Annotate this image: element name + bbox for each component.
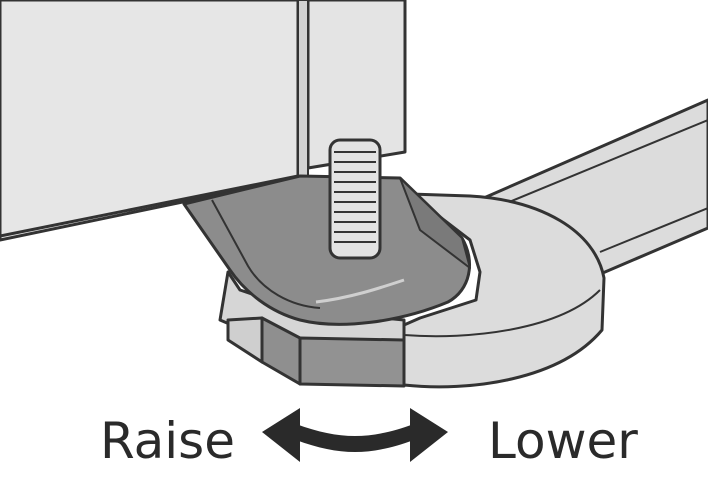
double-arrow-icon xyxy=(262,408,448,462)
hex-nut-face-right xyxy=(300,338,404,386)
threaded-bolt xyxy=(330,140,380,258)
hex-nut-face-left xyxy=(228,318,262,362)
raise-label: Raise xyxy=(100,416,235,466)
lower-label: Lower xyxy=(488,416,638,466)
